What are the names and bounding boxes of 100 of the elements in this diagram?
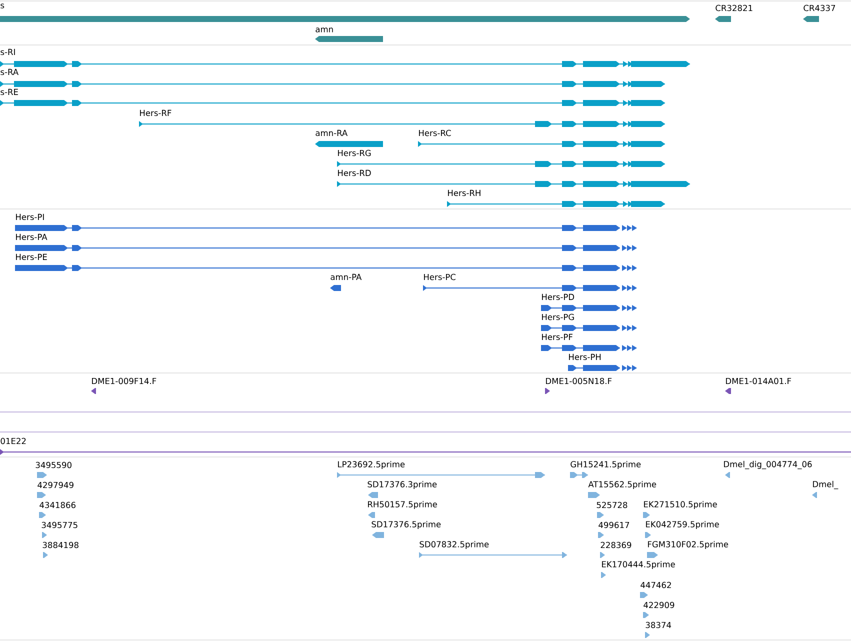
gene-feature: Hers-PI (14, 214, 637, 231)
gene-feature: SD07832.5prime (418, 541, 568, 558)
gene-feature: 422909 (643, 602, 674, 618)
node-label: 38374 (646, 622, 672, 628)
gene-feature: Hers-PF (540, 334, 637, 351)
gene-feature: Hers-RH (446, 190, 666, 207)
node-label: 3495590 (36, 462, 72, 468)
node-label: CR32821 (716, 4, 752, 12)
node-label: Hers-PE (16, 254, 47, 260)
node-label: Hers-PH (569, 354, 601, 360)
node-label: SD17376.3prime (368, 480, 437, 489)
gene-feature: Hers-RC (418, 130, 666, 147)
node-label: 01E22 (0, 438, 26, 444)
gene-feature: 447462 (640, 582, 671, 598)
node-label: Dmel_dig_004774_06 (724, 460, 812, 470)
gene-feature: EK271510.5prime (643, 501, 717, 518)
gene-feature: 499617 (598, 522, 630, 538)
gene-feature: amn (315, 28, 383, 42)
gene-feature: Hers-PH (568, 354, 637, 371)
node-label: 525728 (596, 502, 628, 508)
gene-feature: DME1-009F14.F (91, 378, 156, 394)
node-label: Hers-RC (419, 130, 451, 136)
node-label: Hers-PA (16, 234, 48, 240)
gene-feature: CR32821 (715, 4, 752, 22)
gene-feature: AT15562.5prime (588, 481, 656, 498)
gene-feature: 3495590 (36, 462, 72, 478)
node-label: 3495775 (42, 522, 78, 528)
node-label: RH50157.5prime (368, 500, 437, 509)
gene-feature: 525728 (596, 502, 628, 518)
gene-feature: Hers-RD (336, 170, 690, 187)
node-label: amn-PA (330, 274, 362, 280)
node-label: EK042759.5prime (646, 520, 719, 529)
node-label: Dmel_ (813, 480, 838, 490)
gene-feature: Hers-PA (14, 234, 637, 251)
node-label: Hers-RF (140, 110, 172, 116)
gene-feature: FGM310F02.5prime (647, 541, 728, 558)
node-label: Hers-RH (448, 190, 480, 196)
gene-feature: 38374 (645, 622, 672, 638)
node-label: CR4337 (804, 4, 836, 12)
gene-feature: Dmel_ (812, 480, 838, 498)
node-label: Hers-PI (16, 214, 44, 220)
node-label: 499617 (598, 522, 630, 528)
node-label: s (0, 4, 4, 8)
gene-feature: s-RI (0, 48, 690, 67)
gene-feature: 4341866 (39, 502, 76, 518)
node-label: DME1-014A01.F (726, 378, 792, 384)
gene-feature: DME1-005N18.F (545, 378, 612, 394)
gene-feature: Hers-PD (540, 294, 637, 311)
node-label: EK170444.5prime (602, 560, 675, 569)
node-label: 4341866 (40, 502, 76, 508)
gene-feature: GH15241.5prime (570, 461, 641, 478)
gene-feature: s (0, 4, 690, 22)
node-label: s-RI (0, 48, 15, 56)
node-label: 447462 (640, 582, 671, 588)
node-label: SD17376.5prime (372, 520, 441, 529)
gene-feature: Hers-RG (336, 150, 666, 167)
gene-feature: amn-PA (330, 274, 362, 291)
gene-feature: SD17376.5prime (372, 521, 441, 538)
node-label: Hers-PC (424, 274, 456, 280)
gene-feature: 3884198 (42, 542, 78, 558)
node-label: LP23692.5prime (338, 460, 405, 469)
gene-feature: RH50157.5prime (368, 501, 437, 518)
node-label: Hers-RG (338, 150, 371, 156)
gene-feature: SD17376.3prime (368, 481, 437, 498)
gene-feature: Hers-PC (422, 274, 637, 291)
gene-feature: 01E22 (0, 438, 851, 455)
node-label: Hers-PG (542, 314, 574, 320)
gene-feature: Hers-RF (138, 110, 666, 127)
node-label: FGM310F02.5prime (648, 540, 728, 549)
gene-feature: Dmel_dig_004774_06 (724, 460, 812, 478)
gene-feature: Hers-PE (14, 254, 637, 271)
node-label: Hers-PD (542, 294, 574, 300)
gene-feature: LP23692.5prime (336, 461, 546, 478)
gene-feature: s-RA (0, 68, 666, 87)
gene-feature: EK042759.5prime (645, 521, 719, 538)
node-label: 228369 (600, 542, 632, 548)
gene-feature: 4297949 (37, 482, 74, 498)
node-label: DME1-005N18.F (546, 378, 612, 384)
node-label: SD07832.5prime (420, 540, 489, 549)
node-label: amn (316, 28, 333, 32)
node-label: EK271510.5prime (644, 500, 717, 509)
gene-feature: DME1-014A01.F (725, 378, 792, 394)
gene-feature: 228369 (600, 542, 632, 558)
node-label: 422909 (644, 602, 674, 608)
node-label: AT15562.5prime (588, 480, 656, 489)
gene-feature: EK170444.5prime (601, 561, 675, 578)
gene-feature: 3495775 (42, 522, 78, 538)
gene-feature: amn-RA (315, 130, 383, 147)
gene-feature: CR4337 (803, 4, 836, 22)
node-label: 3884198 (42, 542, 78, 548)
node-label: Hers-RD (338, 170, 371, 176)
node-label: s-RE (0, 88, 18, 96)
node-label: 4297949 (38, 482, 74, 488)
node-label: DME1-009F14.F (92, 378, 156, 384)
node-label: amn-RA (316, 130, 348, 136)
node-label: Hers-PF (542, 334, 572, 340)
node-label: s-RA (0, 68, 18, 76)
gene-feature: s-RE (0, 88, 666, 106)
gene-feature: Hers-PG (540, 314, 637, 331)
node-label: GH15241.5prime (570, 460, 641, 469)
